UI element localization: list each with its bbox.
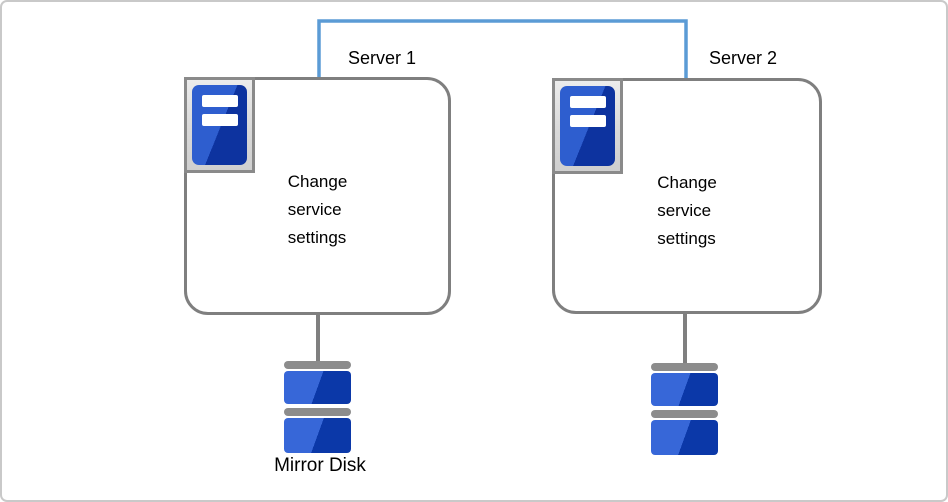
tower-slot	[570, 115, 606, 127]
server1-label: Server 1	[348, 48, 417, 68]
server1-box: Change service settings	[184, 77, 451, 315]
server2-box: Change service settings	[552, 78, 822, 314]
disk-cap	[284, 408, 351, 416]
tower-slot	[202, 95, 238, 107]
server-tower-icon	[552, 78, 623, 174]
server-tower-icon	[184, 77, 255, 173]
disk-platter	[284, 371, 351, 404]
disk-platter	[651, 373, 718, 406]
disk-cap	[651, 410, 718, 418]
disk-stack-icon	[284, 361, 351, 453]
disk-cap	[284, 361, 351, 369]
server-tower-body	[560, 86, 615, 166]
disk-platter	[651, 420, 718, 455]
server1-caption: Change service settings	[287, 172, 348, 247]
server2-disk-connector	[683, 312, 687, 363]
tower-slot	[202, 114, 238, 126]
server-tower-body	[192, 85, 247, 165]
disk-cap	[651, 363, 718, 371]
server1-disk-connector	[316, 313, 320, 362]
tower-slot	[570, 96, 606, 108]
mirror-disk-label: Mirror Disk	[274, 455, 366, 476]
disk-platter	[284, 418, 351, 453]
server2-label: Server 2	[709, 48, 778, 68]
disk-stack-icon	[651, 363, 718, 455]
server2-caption: Change service settings	[657, 173, 717, 248]
